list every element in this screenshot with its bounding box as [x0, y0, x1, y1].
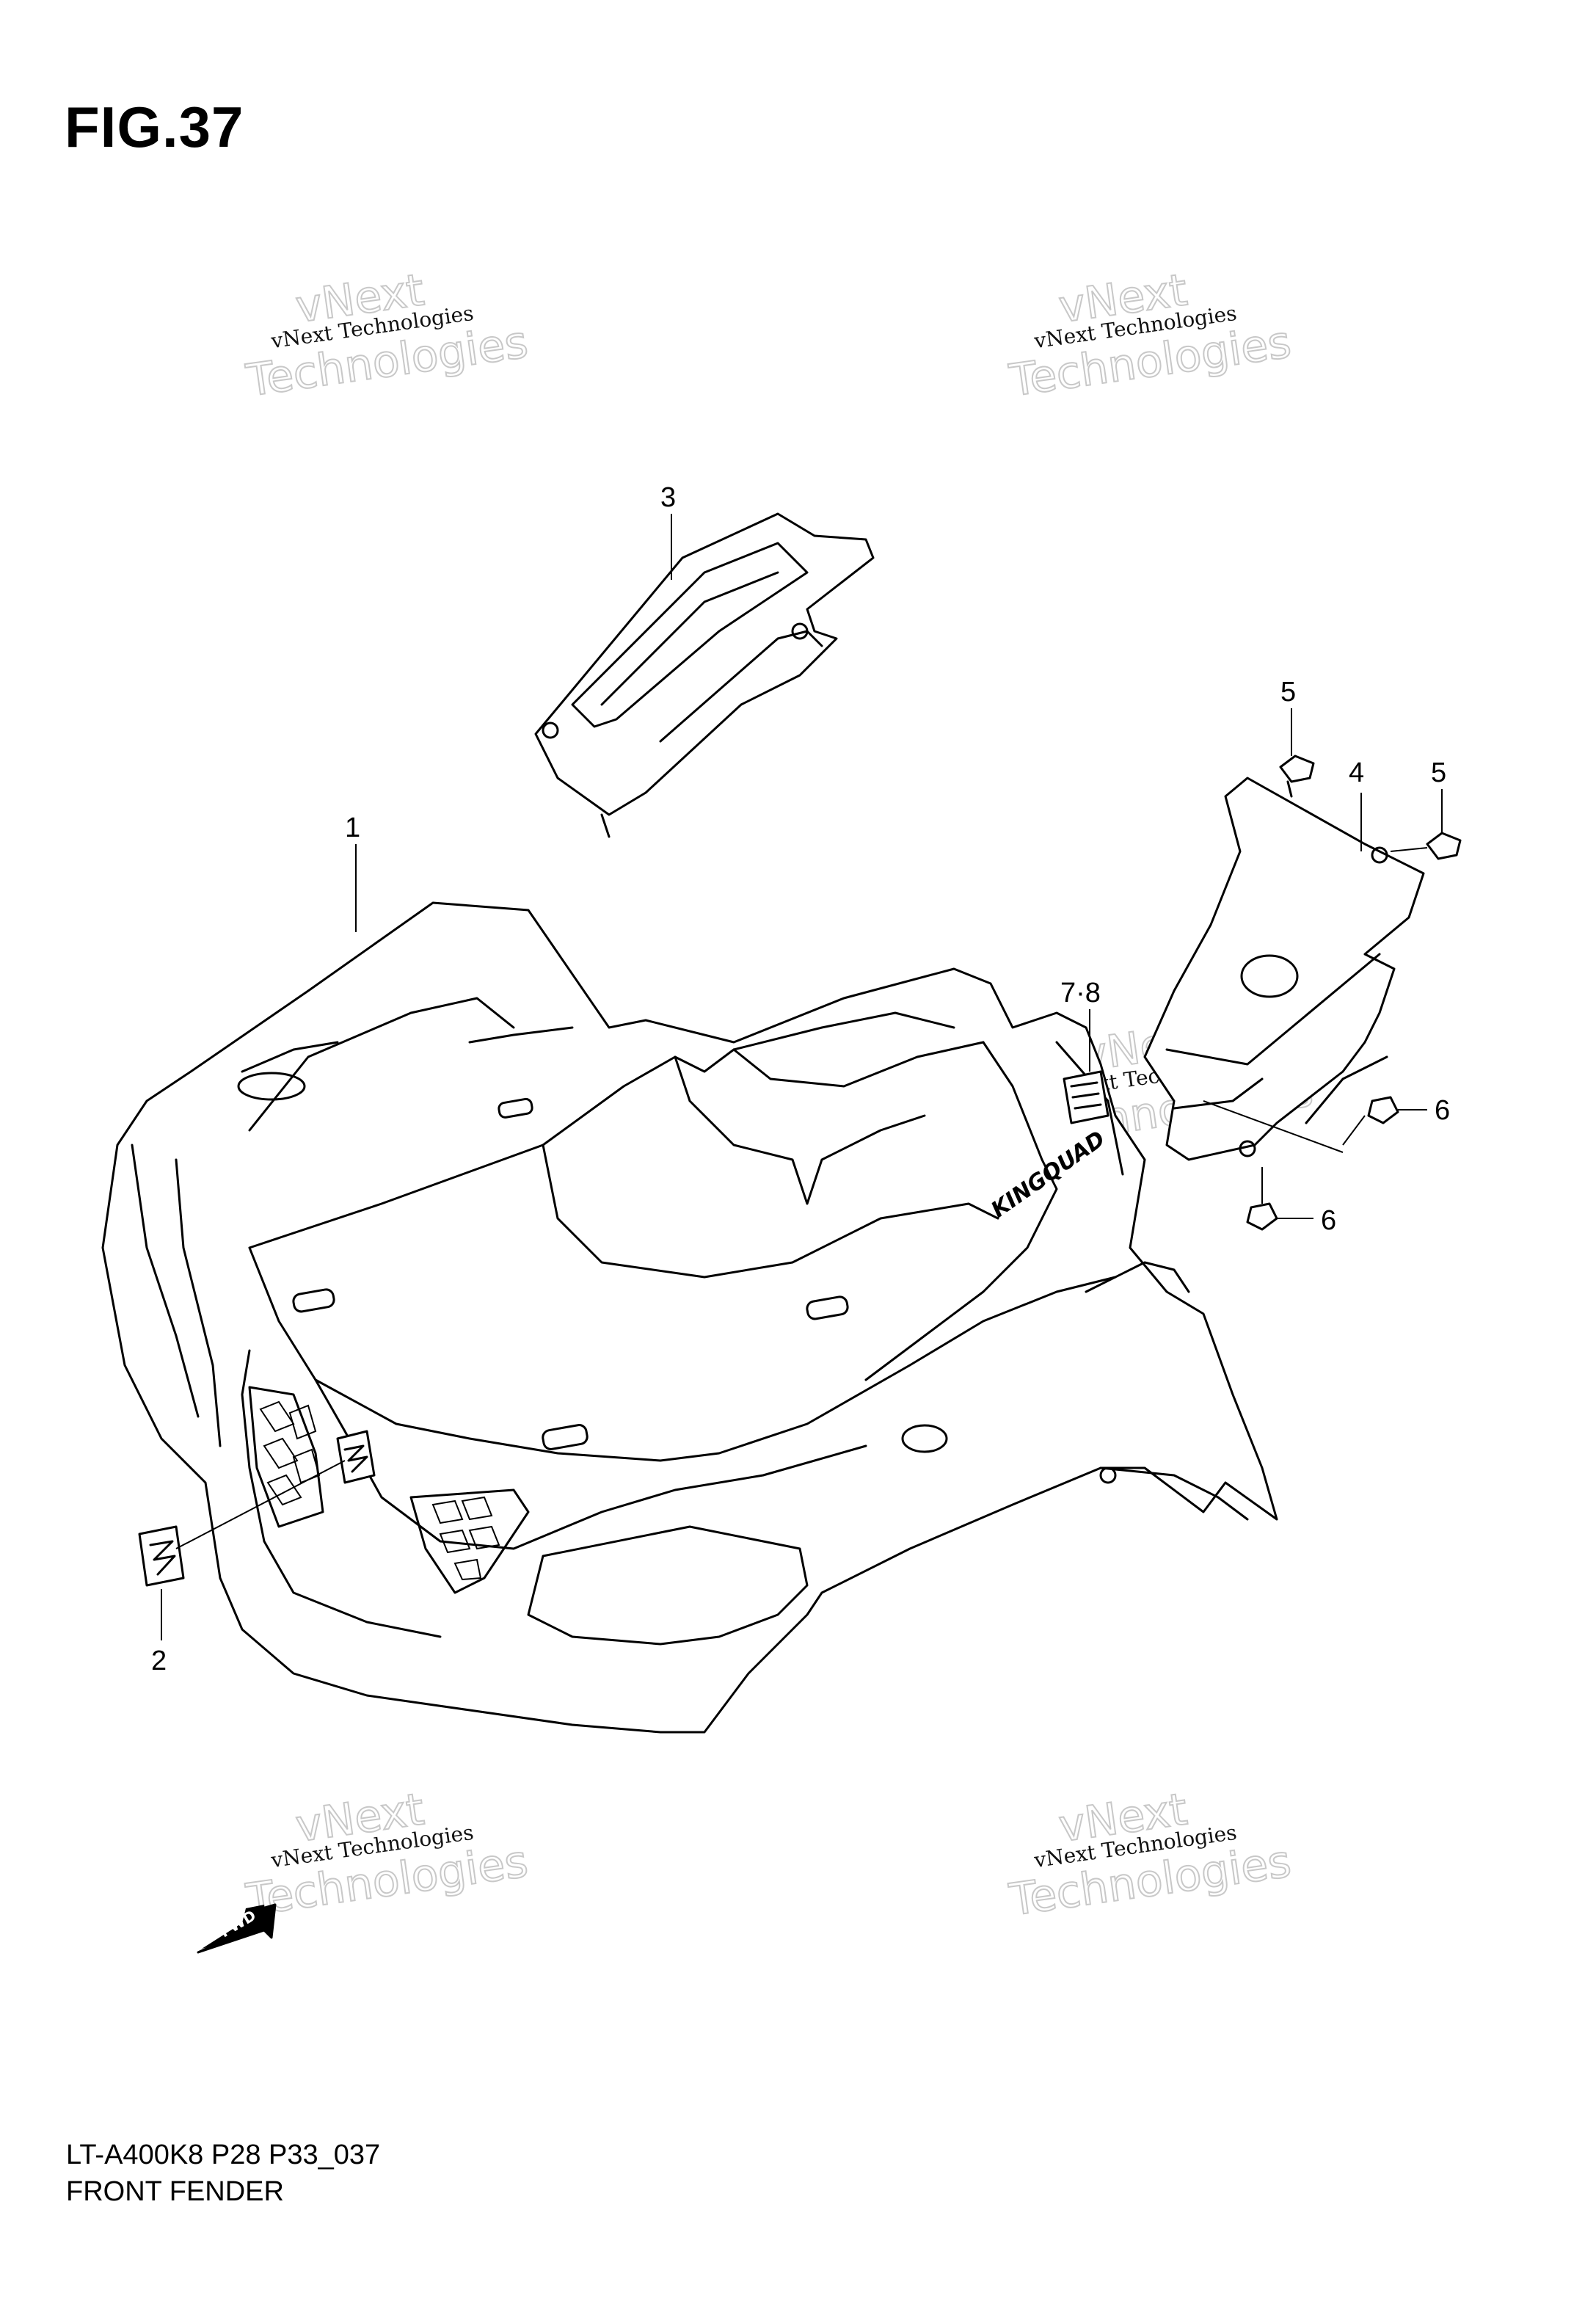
- watermark: vNext vNext Technologies Technologies: [1005, 1783, 1294, 1927]
- watermark: vNext vNext Technologies Technologies: [242, 1783, 531, 1927]
- callout-2: 2: [151, 1646, 167, 1676]
- figure-title: FIG.37: [65, 95, 244, 159]
- part-decal-7-8: [1063, 1070, 1109, 1124]
- grille-right: [409, 1488, 530, 1594]
- clip-fastener-5a: [1279, 755, 1315, 798]
- model-code: LT-A400K8 P28 P33_037: [66, 2140, 381, 2170]
- callout-7-8: 7·8: [1060, 978, 1101, 1008]
- callout-3: 3: [660, 482, 676, 513]
- watermark: vNext vNext Technologies Technologies: [242, 263, 531, 407]
- callout-6a: 6: [1435, 1095, 1450, 1126]
- part-front-fender-1: KINGQUAD: [101, 901, 1278, 1734]
- part-inner-panel-3: [534, 512, 875, 838]
- bolt-fastener-6a: [1342, 1096, 1427, 1146]
- callout-6b: 6: [1321, 1205, 1336, 1236]
- forward-direction-arrow: FWD: [197, 1903, 277, 1954]
- callout-5b: 5: [1431, 757, 1446, 788]
- callout-4: 4: [1349, 757, 1364, 788]
- part-emblem-2: [138, 1430, 376, 1587]
- grille-left: [248, 1386, 324, 1528]
- assembly-name: FRONT FENDER: [66, 2176, 284, 2207]
- part-side-panel-4: [1143, 777, 1425, 1161]
- bolt-fastener-6b: [1246, 1167, 1313, 1231]
- clip-fastener-5b: [1390, 832, 1462, 860]
- callout-1: 1: [345, 813, 360, 843]
- callout-labels: 1 2 3 4 5 5 6 6 7·8: [151, 482, 1450, 1676]
- callout-5a: 5: [1280, 677, 1296, 708]
- watermark: vNext vNext Technologies Technologies: [1005, 263, 1294, 407]
